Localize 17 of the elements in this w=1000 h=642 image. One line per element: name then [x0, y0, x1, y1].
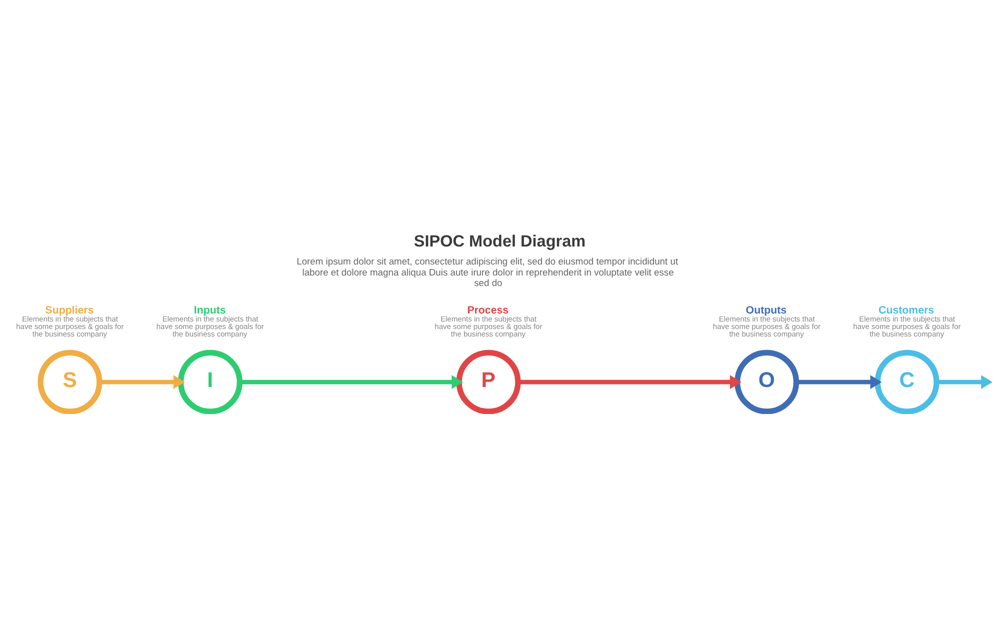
- node-circle: O: [734, 349, 800, 414]
- arrow: [518, 374, 742, 389]
- label: Lorem ipsum dolor sit amet, consectetur adipiscing elit, sed do eiusmod tempor incididunt ut labore et dolore magna aliqua Duis aute irure dolor in reprehenderit in voluptate velit esse sed do: [296, 255, 678, 288]
- node-circle: C: [874, 349, 940, 414]
- node-label: Process: [467, 304, 509, 316]
- node-circle: P: [456, 349, 521, 414]
- diagram-title: SIPOC Model Diagram: [414, 232, 586, 250]
- arrow: [796, 374, 882, 389]
- node-label: Outputs: [746, 304, 787, 316]
- arrow: [240, 374, 464, 389]
- node-circle: S: [38, 349, 102, 414]
- arrow: [936, 374, 992, 389]
- node-label: Inputs: [194, 304, 226, 316]
- node-label: Customers: [878, 304, 934, 316]
- arrow: [100, 374, 185, 389]
- node-label: Suppliers: [45, 304, 94, 316]
- node-circle: I: [178, 349, 242, 414]
